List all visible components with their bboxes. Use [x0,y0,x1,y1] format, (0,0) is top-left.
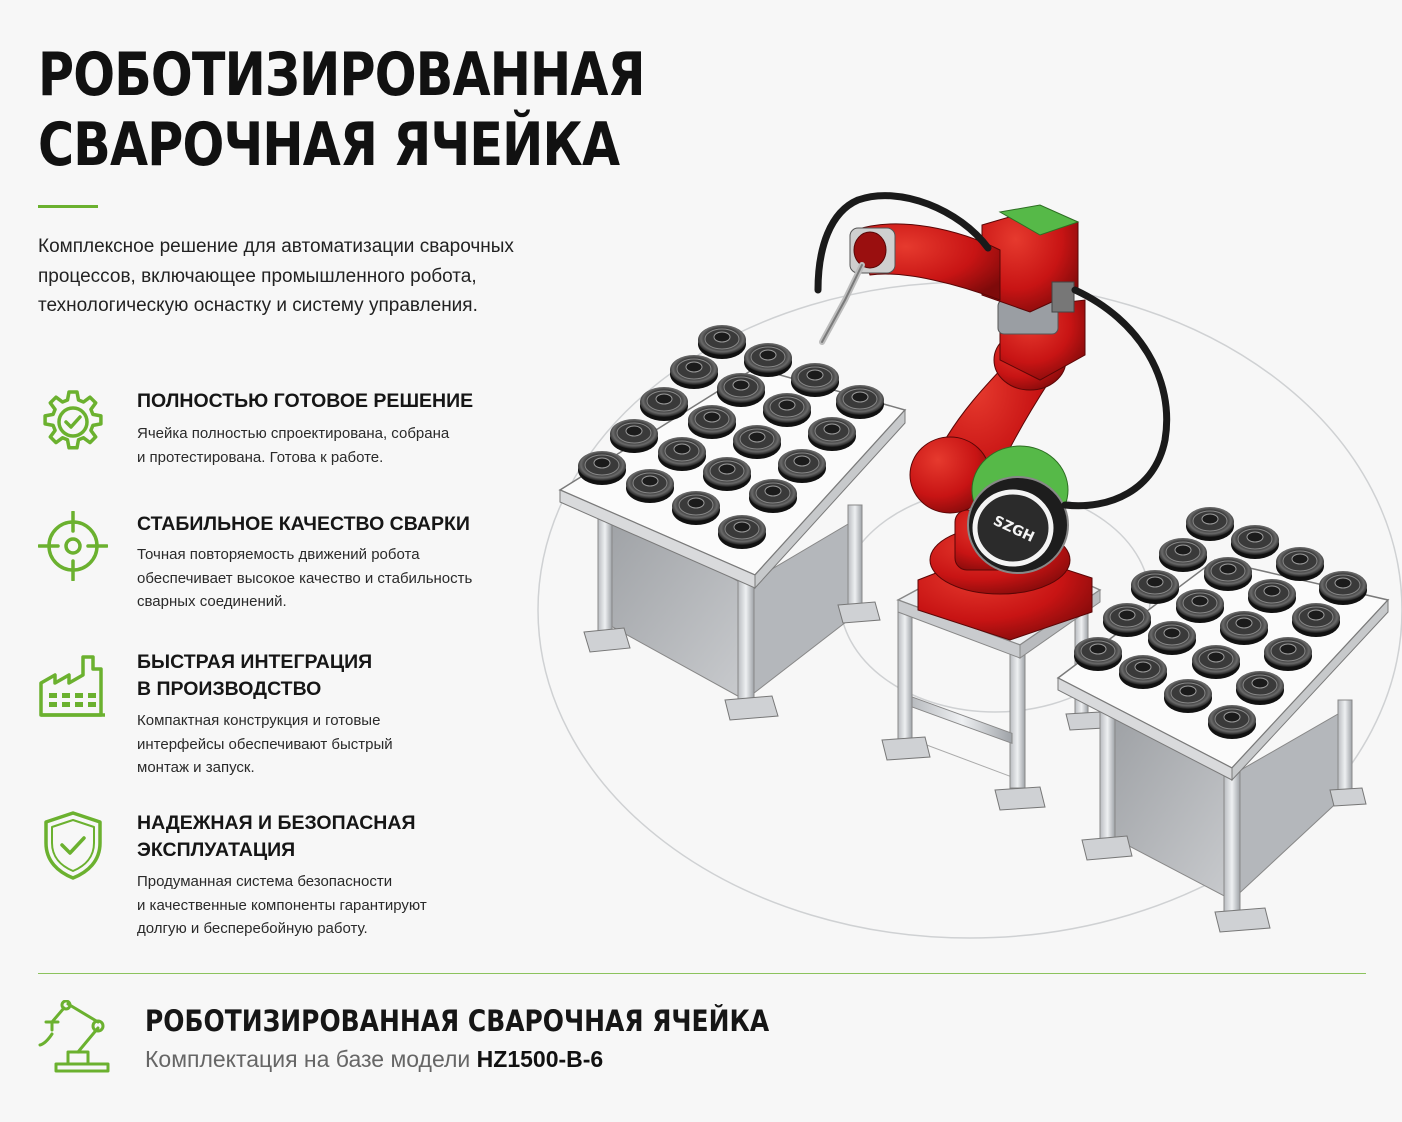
title-accent-line [38,205,98,208]
footer-subtitle-prefix: Комплектация на базе модели [145,1046,477,1072]
robot-arm-icon [38,1000,110,1073]
factory-icon [39,655,105,717]
gear-check-icon [43,390,103,450]
intro-text: Комплексное решение для автоматизации св… [38,236,514,316]
footer-model: HZ1500-B-6 [476,1046,604,1072]
feature-title: СТАБИЛЬНОЕ КАЧЕСТВО СВАРКИ [137,513,470,535]
feature-description: Компактная конструкция и готовые интерфе… [137,712,393,776]
feature-title: ПОЛНОСТЬЮ ГОТОВОЕ РЕШЕНИЕ [137,390,474,412]
welding-cell-illustration: SZGH [537,192,1402,939]
welding-robot: SZGH [814,192,1171,641]
footer-title: РОБОТИЗИРОВАННАЯ СВАРОЧНАЯ ЯЧЕЙКА [145,1004,770,1038]
feature-description: Ячейка полностью спроектирована, собрана… [137,425,450,466]
page-title-line-1: РОБОТИЗИРОВАННАЯ [38,40,646,110]
feature-title: НАДЕЖНАЯ И БЕЗОПАСНАЯ ЭКСПЛУАТАЦИЯ [137,812,416,861]
page-title: РОБОТИЗИРОВАННАЯ СВАРОЧНАЯ ЯЧЕЙКА [38,40,646,180]
shield-check-icon [44,811,102,880]
target-icon [38,511,108,581]
footer-divider [38,973,1366,974]
feature-description: Точная повторяемость движений робота обе… [137,546,473,610]
page-title-line-2: СВАРОЧНАЯ ЯЧЕЙКА [38,110,620,180]
robot-motor-badge: SZGH [967,476,1069,574]
feature-title: БЫСТРАЯ ИНТЕГРАЦИЯ В ПРОИЗВОДСТВО [137,651,373,700]
footer-subtitle: Комплектация на базе модели HZ1500-B-6 [145,1046,603,1073]
feature-description: Продуманная система безопасности и качес… [137,873,427,937]
